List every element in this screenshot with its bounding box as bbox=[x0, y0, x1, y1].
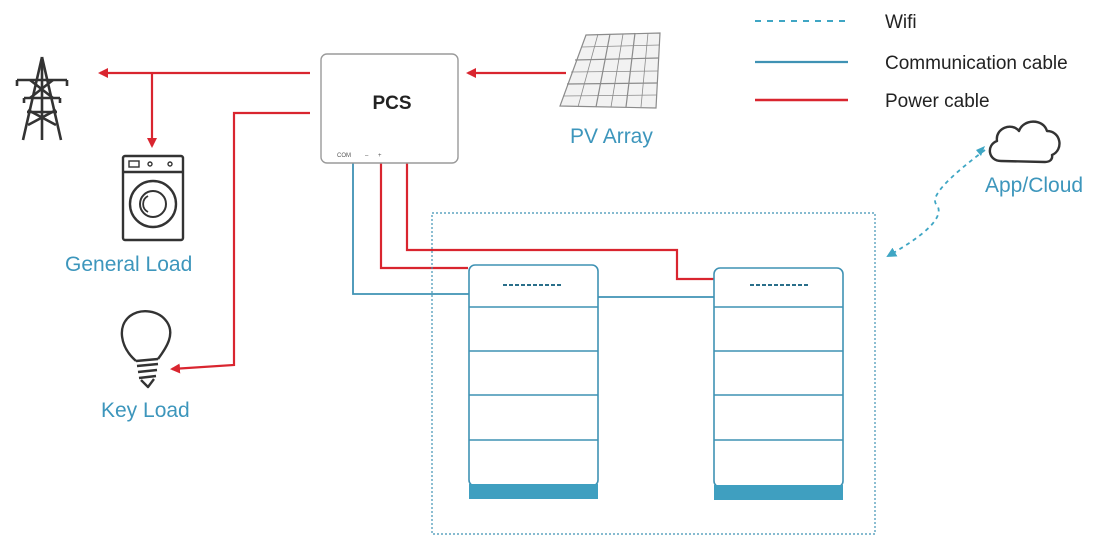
solar-panel-icon bbox=[559, 32, 661, 109]
power-tower-icon bbox=[15, 56, 69, 141]
comm-line-pcs-to-battery-1 bbox=[352, 162, 469, 295]
legend-wifi-label: Wifi bbox=[885, 12, 917, 33]
battery-1-body bbox=[468, 264, 599, 487]
battery-enclosure bbox=[431, 212, 876, 535]
pcs-unit: PCS COM – + bbox=[320, 53, 459, 164]
power-line-pcs-to-battery-2 bbox=[405, 162, 714, 281]
legend-communication-label: Communication cable bbox=[885, 53, 1068, 74]
communication-cables bbox=[352, 162, 714, 298]
pcs-port-minus: – bbox=[365, 153, 369, 159]
general-load-label: General Load bbox=[65, 253, 192, 276]
power-cables bbox=[98, 68, 714, 374]
washing-machine-icon bbox=[121, 154, 185, 242]
battery-1-base bbox=[469, 484, 598, 499]
wifi-link bbox=[886, 149, 986, 257]
key-load-label: Key Load bbox=[101, 399, 190, 422]
pv-array-label: PV Array bbox=[570, 125, 653, 148]
cloud-icon bbox=[988, 120, 1061, 164]
app-cloud-label: App/Cloud bbox=[985, 174, 1083, 197]
legend: Wifi Communication cable Power cable bbox=[755, 12, 1068, 112]
pcs-port-plus: + bbox=[378, 153, 382, 159]
battery-stack-2 bbox=[713, 267, 844, 500]
pcs-box bbox=[320, 53, 459, 164]
battery-2-body bbox=[713, 267, 844, 488]
battery-stack-1 bbox=[468, 264, 599, 499]
pcs-port-label: COM bbox=[337, 153, 351, 159]
legend-power-label: Power cable bbox=[885, 91, 990, 112]
light-bulb-icon bbox=[120, 310, 172, 389]
battery-2-base bbox=[714, 485, 843, 500]
power-line-to-key-load bbox=[170, 111, 310, 374]
power-line-pcs-to-battery-1 bbox=[379, 162, 468, 270]
pcs-label: PCS bbox=[372, 93, 411, 114]
wifi-arrowhead-top bbox=[976, 146, 985, 156]
